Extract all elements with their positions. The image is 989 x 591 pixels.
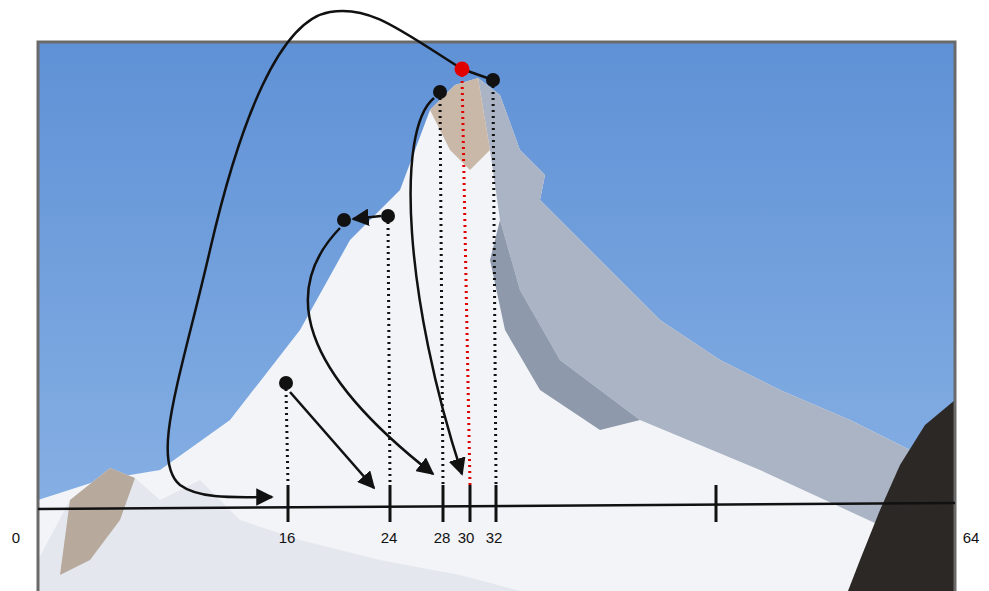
- axis-label: 30: [458, 530, 475, 545]
- jump-arrow: [353, 216, 381, 219]
- axis-label: 16: [279, 530, 296, 545]
- sample-dot: [433, 85, 447, 99]
- dark-rock: [848, 400, 955, 591]
- projection-line: [440, 98, 443, 485]
- projection-line-red: [462, 75, 470, 485]
- jump-arrow: [290, 392, 374, 488]
- mountain-snow: [38, 78, 955, 591]
- sample-dot: [486, 73, 500, 87]
- mountain-ridge-shadow: [490, 220, 640, 430]
- projection-line: [286, 389, 288, 485]
- axis-label: 28: [434, 530, 451, 545]
- axis-label: 64: [963, 530, 980, 545]
- sample-dot: [337, 213, 351, 227]
- tick: [469, 485, 472, 522]
- sample-points: [279, 62, 500, 391]
- tick: [442, 485, 445, 522]
- sample-dot: [279, 376, 293, 390]
- tick: [715, 485, 718, 522]
- axis-label: 32: [486, 530, 503, 545]
- tick: [495, 485, 498, 522]
- jump-arrows: [168, 11, 493, 497]
- peak-dot: [455, 62, 470, 77]
- sample-dot: [381, 209, 395, 223]
- sky: [38, 42, 955, 591]
- mountain-shadow-face: [478, 78, 955, 560]
- tick: [287, 485, 290, 522]
- photo-frame: [38, 42, 955, 591]
- foreground-peaks: [38, 468, 520, 591]
- jump-arrow: [411, 98, 462, 474]
- tick: [389, 485, 392, 522]
- jump-arrow: [168, 11, 493, 497]
- projection-line: [388, 222, 390, 485]
- tick-marks: [288, 485, 716, 522]
- projection-line: [493, 86, 496, 485]
- axis-label: 24: [381, 530, 398, 545]
- axis-label: 0: [12, 530, 20, 545]
- foreground-rock: [60, 468, 135, 575]
